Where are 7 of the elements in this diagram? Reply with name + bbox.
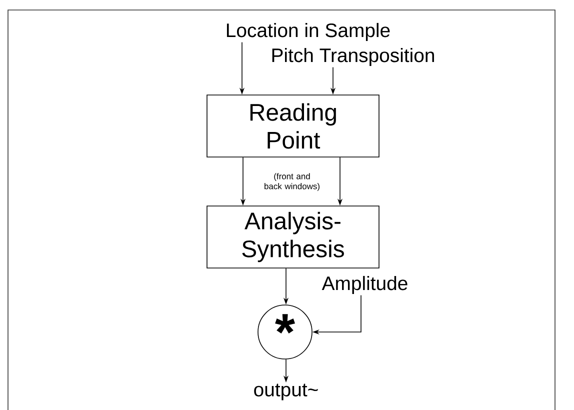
note-label: (front and back windows) — [264, 173, 320, 191]
input-label: Pitch Transposition — [272, 48, 434, 66]
process-box: Reading Point — [206, 94, 380, 158]
input-label: output~ — [254, 384, 318, 400]
input-label: Location in Sample — [226, 22, 390, 42]
process-box: Analysis- Synthesis — [206, 206, 380, 268]
input-label: Amplitude — [322, 276, 408, 294]
